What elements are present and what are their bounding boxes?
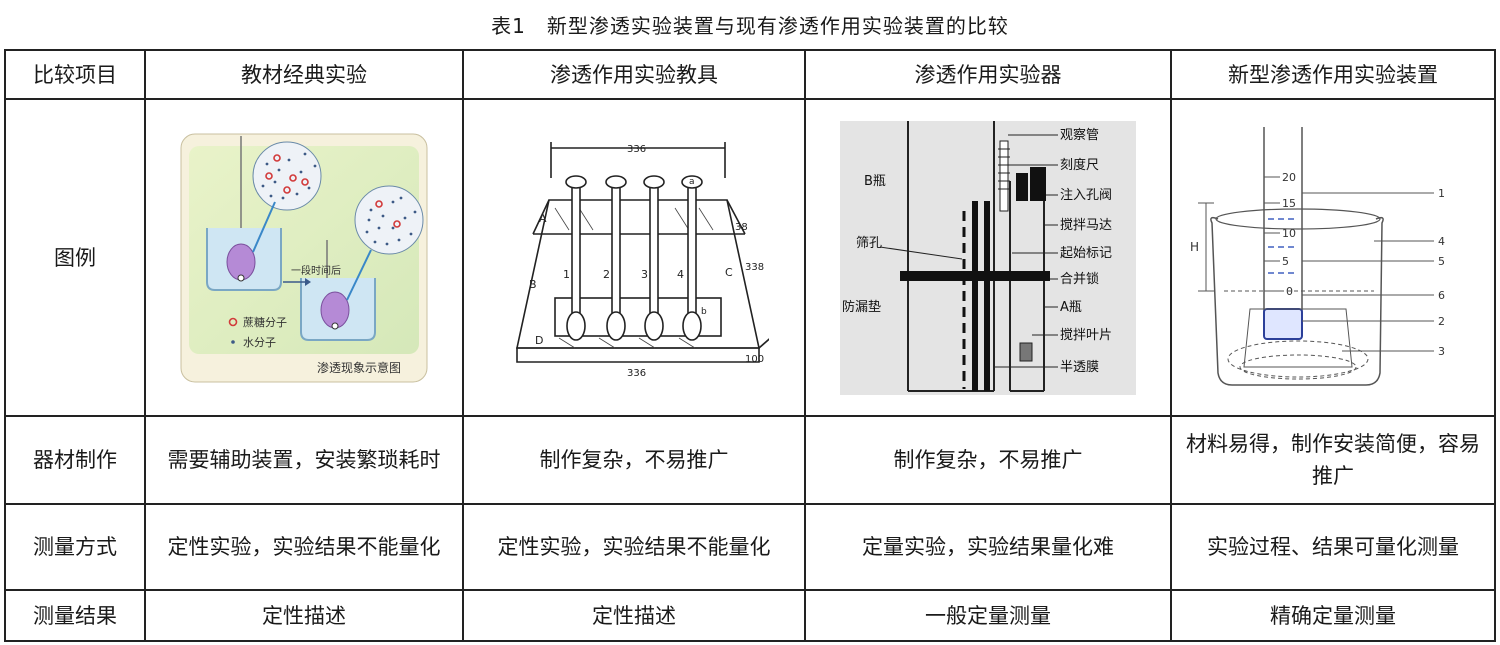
osmosis-diagram-image: 一段时间后 蔗糖分子 水分子 渗透现象示意图 [180, 133, 428, 382]
dim-top: 336 [627, 144, 646, 155]
figure-row-label: 图例 [4, 98, 146, 417]
label-lock: 合并锁 [1060, 271, 1099, 287]
apparatus-photo: B瓶 筛孔 防漏垫 观察管 刻度尺 注入孔阀 搅拌马达 起始标记 合并锁 A瓶 … [840, 120, 1136, 395]
label-stir-blade: 搅拌叶片 [1060, 327, 1112, 343]
dim-bottom: 336 [627, 368, 646, 378]
callout-2: 2 [1438, 315, 1445, 328]
h-label: H [1190, 240, 1199, 254]
figure-apparatus-cell: B瓶 筛孔 防漏垫 观察管 刻度尺 注入孔阀 搅拌马达 起始标记 合并锁 A瓶 … [804, 98, 1172, 417]
result-row: 测量结果 定性描述 定性描述 一般定量测量 精确定量测量 [4, 589, 1496, 642]
scale-15: 15 [1282, 197, 1296, 210]
figure-row: 图例 [4, 98, 1496, 417]
table-header-row: 比较项目 教材经典实验 渗透作用实验教具 渗透作用实验器 新型渗透作用实验装置 [4, 49, 1496, 100]
result-apparatus: 一般定量测量 [804, 589, 1172, 642]
dim-depth: 100 [745, 354, 764, 365]
method-row: 测量方式 定性实验，实验结果不能量化 定性实验，实验结果不能量化 定量实验，实验… [4, 503, 1496, 591]
method-textbook: 定性实验，实验结果不能量化 [144, 503, 464, 591]
header-teaching-aid: 渗透作用实验教具 [462, 49, 806, 100]
callout-5: 5 [1438, 255, 1445, 268]
tube-label-1: 1 [563, 268, 570, 281]
label-inlet-valve: 注入孔阀 [1060, 188, 1112, 203]
leakproof-label: 防漏垫 [842, 299, 881, 315]
callout-6: 6 [1438, 289, 1445, 302]
water-legend: 水分子 [243, 336, 276, 349]
header-new-device: 新型渗透作用实验装置 [1170, 49, 1496, 100]
bottle-b-label: B瓶 [864, 174, 886, 189]
material-row-label: 器材制作 [4, 415, 146, 505]
header-textbook: 教材经典实验 [144, 49, 464, 100]
label-bottle-a: A瓶 [1060, 300, 1082, 315]
callout-1: 1 [1438, 187, 1445, 200]
method-row-label: 测量方式 [4, 503, 146, 591]
small-label-a: a [689, 177, 695, 187]
tube-label-3: 3 [641, 268, 648, 281]
scale-10: 10 [1282, 227, 1296, 240]
callout-3: 3 [1438, 345, 1445, 358]
scale-5: 5 [1282, 255, 1289, 268]
tube-label-4: 4 [677, 268, 684, 281]
figure-teaching-aid-cell: 336 336 338 38 100 A B C D 1 2 3 4 a b [462, 98, 806, 417]
label-b: B [529, 278, 537, 291]
material-textbook: 需要辅助装置，安装繁琐耗时 [144, 415, 464, 505]
material-new-device: 材料易得，制作安装简便，容易推广 [1170, 415, 1496, 505]
material-row: 器材制作 需要辅助装置，安装繁琐耗时 制作复杂，不易推广 制作复杂，不易推广 材… [4, 415, 1496, 505]
teaching-aid-drawing: 336 336 338 38 100 A B C D 1 2 3 4 a b [516, 141, 769, 378]
sieve-label: 筛孔 [856, 236, 882, 251]
material-apparatus: 制作复杂，不易推广 [804, 415, 1172, 505]
result-textbook: 定性描述 [144, 589, 464, 642]
scale-20: 20 [1282, 171, 1296, 184]
label-stir-motor: 搅拌马达 [1060, 217, 1112, 233]
label-a: A [539, 212, 547, 225]
small-label-b: b [701, 307, 707, 317]
figure-new-device-cell: 20 15 10 5 0 [1170, 98, 1496, 417]
dim-side: 38 [735, 222, 748, 233]
comparison-table: 比较项目 教材经典实验 渗透作用实验教具 渗透作用实验器 新型渗透作用实验装置 … [4, 49, 1496, 642]
method-new-device: 实验过程、结果可量化测量 [1170, 503, 1496, 591]
method-teaching-aid: 定性实验，实验结果不能量化 [462, 503, 806, 591]
tube-label-2: 2 [603, 268, 610, 281]
header-apparatus: 渗透作用实验器 [804, 49, 1172, 100]
callout-4: 4 [1438, 235, 1445, 248]
after-time-label: 一段时间后 [291, 264, 341, 277]
sucrose-legend: 蔗糖分子 [243, 315, 287, 329]
method-apparatus: 定量实验，实验结果量化难 [804, 503, 1172, 591]
result-new-device: 精确定量测量 [1170, 589, 1496, 642]
result-row-label: 测量结果 [4, 589, 146, 642]
dim-right: 338 [745, 262, 764, 273]
figure-textbook-cell: 一段时间后 蔗糖分子 水分子 渗透现象示意图 [144, 98, 464, 417]
label-d: D [535, 334, 543, 347]
header-item: 比较项目 [4, 49, 146, 100]
label-c: C [725, 266, 733, 279]
new-device-drawing: 20 15 10 5 0 [1190, 126, 1445, 386]
label-scale: 刻度尺 [1060, 157, 1099, 173]
osmosis-caption: 渗透现象示意图 [317, 360, 401, 375]
label-start-mark: 起始标记 [1060, 246, 1112, 261]
result-teaching-aid: 定性描述 [462, 589, 806, 642]
material-teaching-aid: 制作复杂，不易推广 [462, 415, 806, 505]
table-title: 表1 新型渗透实验装置与现有渗透作用实验装置的比较 [491, 13, 1009, 38]
label-observation-tube: 观察管 [1060, 128, 1099, 143]
label-membrane: 半透膜 [1060, 360, 1099, 375]
